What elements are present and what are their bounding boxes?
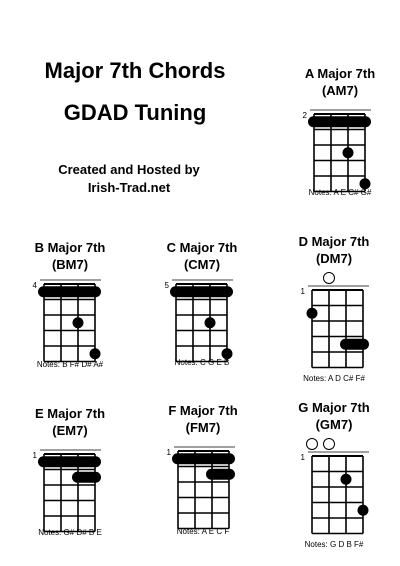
credit-line: Created and Hosted by	[58, 162, 200, 177]
chord-name: B Major 7th	[34, 240, 106, 255]
site-link[interactable]: Irish-Trad.net	[87, 180, 171, 195]
chord-notes: Notes: G# D# B E	[38, 528, 102, 537]
chord-name: A Major 7th	[304, 66, 376, 81]
chord-short-name: (AM7)	[321, 83, 359, 98]
fret-number: 1	[33, 451, 38, 460]
chord-name: C Major 7th	[166, 240, 238, 255]
chord-short-name: (DM7)	[315, 251, 353, 266]
finger-dot	[340, 473, 352, 485]
fret-number: 1	[167, 448, 172, 457]
chord-diagram: 1	[301, 272, 369, 369]
fret-number: 1	[301, 453, 306, 462]
page-title: Major 7th Chords	[44, 58, 226, 83]
finger-dot	[342, 147, 354, 159]
chord-fm7: F Major 7th (FM7) 1 Notes: A E C F	[143, 403, 263, 563]
finger-dot	[89, 348, 101, 360]
barre-mark	[38, 456, 101, 468]
page-subtitle: GDAD Tuning	[63, 100, 207, 125]
chord-bm7: B Major 7th (BM7) 4 Notes: B F# D# A#	[10, 240, 130, 400]
chord-notes: Notes: B F# D# A#	[36, 360, 104, 369]
chord-name: D Major 7th	[298, 234, 370, 249]
finger-dot	[204, 317, 216, 329]
barre-mark	[72, 471, 101, 483]
barre-mark	[340, 338, 369, 350]
chord-diagram: 5	[165, 279, 233, 363]
fret-number: 5	[165, 281, 170, 290]
fret-number: 2	[303, 111, 308, 120]
chord-name: E Major 7th	[34, 406, 106, 421]
chord-diagram: 2	[303, 109, 371, 193]
chord-em7: E Major 7th (EM7) 1 Notes: G# D# B E	[10, 406, 130, 566]
chord-cm7: C Major 7th (CM7) 5 Notes: C G E B	[142, 240, 262, 400]
chord-diagram: 1	[33, 449, 101, 533]
barre-mark	[206, 468, 235, 480]
chord-short-name: (BM7)	[51, 257, 89, 272]
chord-dm7: D Major 7th (DM7) 1 Notes: A D C# F#	[274, 234, 394, 394]
barre-mark	[308, 116, 371, 128]
chord-short-name: (CM7)	[183, 257, 221, 272]
chord-diagram: 1	[167, 446, 235, 530]
chord-gm7: G Major 7th (GM7) 1 Notes: G D B F#	[274, 400, 394, 560]
finger-dot	[357, 504, 369, 516]
barre-mark	[170, 286, 233, 298]
barre-mark	[38, 286, 101, 298]
open-string-icon	[323, 272, 335, 284]
chord-short-name: (GM7)	[315, 417, 353, 432]
chord-notes: Notes: A D C# F#	[303, 374, 365, 383]
open-string-icon	[306, 438, 318, 450]
fret-number: 1	[301, 287, 306, 296]
chord-diagram: 1	[301, 438, 369, 535]
chord-name: F Major 7th	[168, 403, 238, 418]
open-string-icon	[323, 438, 335, 450]
chord-short-name: (FM7)	[185, 420, 221, 435]
barre-mark	[172, 453, 235, 465]
finger-dot	[306, 307, 318, 319]
chord-notes: Notes: A E C F	[176, 527, 230, 536]
finger-dot	[72, 317, 84, 329]
chord-name: G Major 7th	[298, 400, 370, 415]
chord-am7: A Major 7th (AM7) 2 Notes: A E C# G#	[280, 66, 400, 226]
chord-notes: Notes: G D B F#	[304, 540, 364, 549]
fret-number: 4	[33, 281, 38, 290]
finger-dot	[359, 178, 371, 190]
chord-diagram: 4	[33, 279, 101, 363]
chord-notes: Notes: A E C# G#	[308, 188, 372, 197]
chord-short-name: (EM7)	[52, 423, 88, 438]
finger-dot	[221, 348, 233, 360]
chord-notes: Notes: C G E B	[174, 358, 230, 367]
